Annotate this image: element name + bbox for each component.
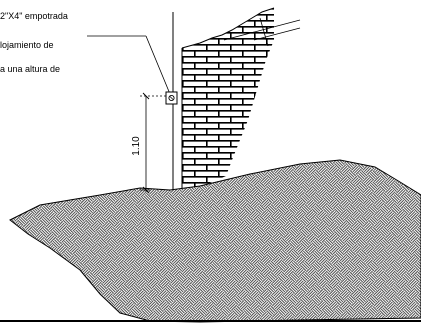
brick-wall (181, 7, 275, 196)
dimension-label: 1.10 (131, 136, 142, 156)
annotation-line-1: 2"X4" empotrada (0, 11, 68, 21)
annotation-line-2: lojamiento de (0, 40, 54, 50)
ground-fill (9, 159, 421, 323)
annotation-text: 2"X4" empotrada lojamiento de a una altu… (0, 11, 68, 74)
height-dimension: 1.10 (131, 92, 166, 194)
annotation-leader (87, 35, 171, 95)
annotation-line-3: a una altura de (0, 64, 60, 74)
outlet-box-symbol (165, 91, 178, 105)
break-line-marks (223, 17, 301, 47)
